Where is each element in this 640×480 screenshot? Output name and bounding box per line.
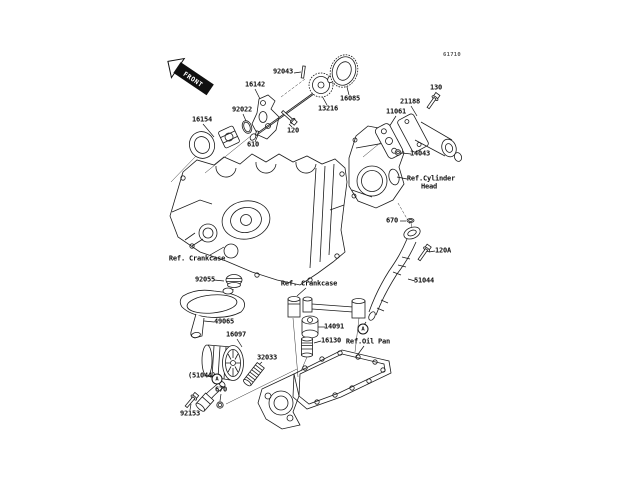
label-670-bottom: 670 — [214, 385, 228, 394]
oring-670-top — [406, 218, 415, 223]
label-49065: 49065 — [213, 317, 235, 326]
oil-pipe-51044 — [368, 226, 421, 321]
oil-pump-rotor-16154 — [188, 125, 240, 159]
label-ref-cylinder-head-line2: Head — [420, 182, 438, 191]
view-marker-a-elbow: A — [211, 373, 223, 385]
pin-610 — [254, 130, 260, 136]
label-21188: 21188 — [399, 97, 421, 106]
label-670-top: 670 — [385, 216, 399, 225]
label-92153: 92153 — [179, 409, 201, 418]
oil-screen-49065 — [179, 287, 245, 339]
figure-code: 61710 — [442, 52, 462, 58]
label-14091: 14091 — [323, 322, 345, 331]
label-16097: 16097 — [225, 330, 247, 339]
oring-92022 — [241, 120, 253, 134]
bolt-14043 — [394, 149, 402, 156]
label-ref-crankcase-right: Ref. Crankcase — [280, 279, 338, 288]
label-ref-oil-pan: Ref.Oil Pan — [345, 337, 391, 346]
label-130: 130 — [429, 83, 443, 92]
spacer-14091 — [301, 315, 319, 339]
relief-valve-16130 — [301, 336, 313, 358]
oring-670-bottom — [216, 401, 224, 409]
cooler-gasket-11061 — [374, 123, 404, 159]
ring-gear-16085 — [329, 54, 359, 88]
label-11061: 11061 — [385, 107, 407, 116]
view-marker-a-pipe-end: A — [357, 323, 369, 335]
label-16142: 16142 — [244, 80, 266, 89]
cooler-body-21188 — [397, 113, 463, 162]
label-92055: 92055 — [194, 275, 216, 284]
bolt-130 — [426, 92, 441, 110]
label-32033: 32033 — [256, 353, 278, 362]
label-51044: 51044 — [413, 276, 435, 285]
bolt-120 — [280, 110, 298, 126]
pin-92043 — [300, 65, 306, 79]
label-120: 120 — [286, 126, 300, 135]
oil-pump-body-16142 — [251, 94, 280, 140]
label-92043: 92043 — [272, 67, 294, 76]
pump-shaft-gear-13216 — [249, 72, 335, 141]
plug-92055 — [225, 274, 243, 288]
union-pipe-assembly — [287, 296, 366, 319]
oil-filter-16097 — [201, 344, 244, 381]
label-16130: 16130 — [320, 336, 342, 345]
label-16154: 16154 — [191, 115, 213, 124]
label-92022: 92022 — [231, 105, 253, 114]
label-ref-cylinder-head-line1: Ref.Cylinder — [406, 174, 456, 183]
label-610: 610 — [246, 140, 260, 149]
label-51044-ref: (51044) — [187, 371, 217, 380]
bolt-92153 — [184, 391, 200, 409]
label-ref-crankcase-left: Ref. Crankcase — [168, 254, 226, 263]
fitting-32033 — [243, 361, 265, 387]
oil-pan-drawing — [257, 349, 392, 430]
crankcase-drawing — [169, 153, 348, 286]
label-16085: 16085 — [339, 94, 361, 103]
bolt-120a — [417, 243, 432, 262]
label-13216: 13216 — [317, 104, 339, 113]
label-14043: 14043 — [409, 149, 431, 158]
label-120a: 120A — [434, 246, 452, 255]
